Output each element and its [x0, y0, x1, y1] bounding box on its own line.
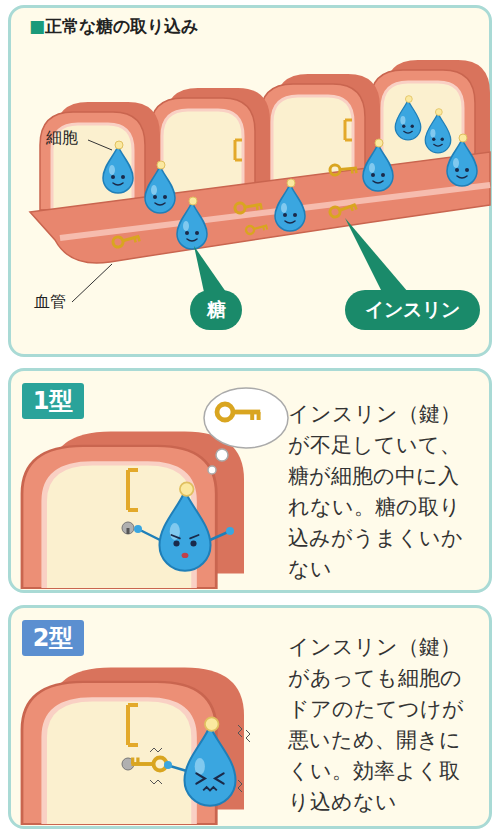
name-pill: インスリン — [345, 290, 480, 330]
type-badge: 2型 — [22, 620, 84, 656]
part-label: 血管 — [34, 292, 66, 313]
type-panel: インスリン（鍵）が不足していて、糖が細胞の中に入れない。糖の取り込みがうまくいか… — [8, 368, 492, 593]
type-badge: 1型 — [22, 383, 84, 419]
part-label: 細胞 — [46, 128, 78, 149]
pill-label: インスリン — [365, 297, 460, 323]
scene-panel: ■正常な糖の取り込み糖 インスリン — [8, 5, 492, 357]
panel-heading: ■正常な糖の取り込み — [29, 15, 198, 38]
badge-label: 1型 — [33, 385, 74, 417]
type-panel: インスリン（鍵）があっても細胞のドアのたてつけが悪いため、開きにくい。効率よく取… — [8, 605, 492, 829]
panel-text: インスリン（鍵）が不足していて、糖が細胞の中に入れない。糖の取り込みがうまくいか… — [288, 399, 480, 585]
name-pill: 糖 — [190, 290, 242, 330]
pill-label: 糖 — [207, 297, 226, 323]
panel-text: インスリン（鍵）があっても細胞のドアのたてつけが悪いため、開きにくい。効率よく取… — [288, 632, 480, 818]
badge-label: 2型 — [33, 622, 74, 654]
